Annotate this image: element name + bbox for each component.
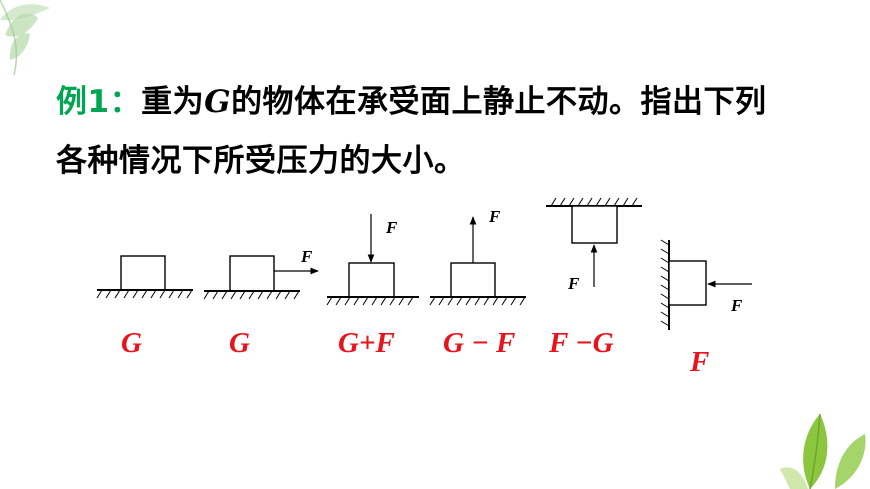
question-text-part: 各种情况下所受压力的大小。 bbox=[56, 143, 466, 179]
force-label: F bbox=[300, 247, 313, 266]
answer-2: G bbox=[229, 327, 250, 359]
block bbox=[229, 255, 275, 292]
question-text-part: 的物体在承受面上静止不动。指出下列 bbox=[231, 84, 767, 120]
question-line-1: 例1：重为G的物体在承受面上静止不动。指出下列 bbox=[56, 76, 767, 121]
force-label: F bbox=[730, 296, 743, 315]
example-label: 例1： bbox=[56, 84, 142, 120]
floor-hatching bbox=[429, 296, 526, 306]
figure-3 bbox=[326, 214, 419, 306]
force-label: F bbox=[385, 218, 398, 237]
block bbox=[571, 205, 618, 244]
block bbox=[348, 262, 395, 298]
floor-hatching bbox=[203, 290, 300, 300]
answer-6: F bbox=[690, 346, 710, 378]
figure-1 bbox=[96, 255, 193, 299]
wall-hatching bbox=[660, 239, 670, 327]
figure-2 bbox=[203, 255, 319, 300]
figure-4 bbox=[429, 216, 526, 306]
weight-variable: G bbox=[204, 84, 232, 120]
ceiling-hatching bbox=[550, 197, 638, 207]
figure-6 bbox=[660, 239, 752, 330]
floor-hatching bbox=[96, 289, 193, 299]
force-label: F bbox=[488, 207, 501, 226]
leaf-icon bbox=[780, 413, 866, 489]
figure-5 bbox=[546, 197, 642, 287]
block bbox=[120, 255, 166, 291]
block bbox=[450, 262, 496, 298]
leaf-icon bbox=[0, 0, 50, 76]
answer-4: G − F bbox=[443, 327, 516, 359]
answer-5: F −G bbox=[549, 327, 614, 359]
floor-hatching bbox=[326, 296, 414, 306]
answer-1: G bbox=[121, 327, 142, 359]
block bbox=[668, 260, 707, 306]
answer-3: G+F bbox=[338, 327, 395, 359]
question-text-part: 重为 bbox=[141, 84, 205, 120]
force-label: F bbox=[567, 274, 580, 293]
question-line-2: 各种情况下所受压力的大小。 bbox=[56, 135, 466, 180]
